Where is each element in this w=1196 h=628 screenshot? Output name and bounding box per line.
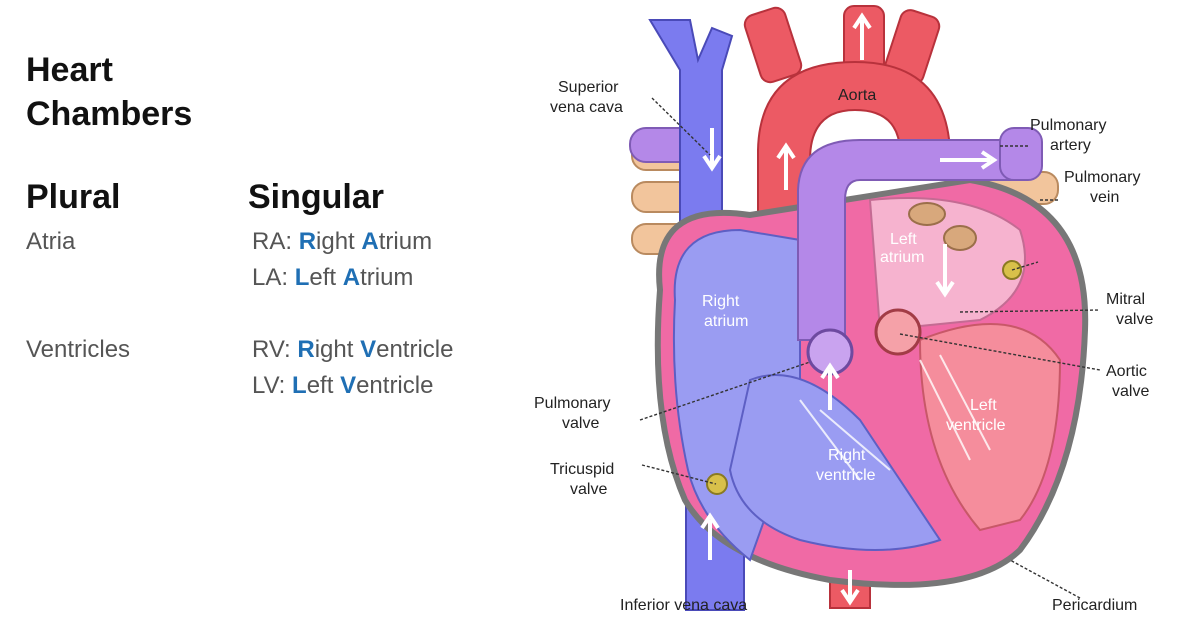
superior-vena-cava bbox=[648, 19, 734, 261]
initial: R bbox=[298, 228, 317, 255]
singular-header: Singular bbox=[248, 178, 385, 216]
initial: V bbox=[360, 336, 377, 363]
word-rest: eft bbox=[309, 264, 337, 291]
abbr-la: LA: bbox=[252, 264, 289, 291]
word-rest: trium bbox=[360, 264, 414, 291]
right-ventricle-chamber bbox=[728, 374, 942, 551]
label-pericardium: Pericardium bbox=[1052, 597, 1137, 614]
left-ventricle-chamber bbox=[918, 323, 1062, 532]
abbr-lv: LV: bbox=[252, 372, 286, 399]
singular-rv: RV: Right Ventricle bbox=[252, 336, 453, 364]
pulmonary-artery-right-branch bbox=[999, 127, 1043, 181]
tricuspid-valve-marker bbox=[706, 473, 728, 495]
initial: L bbox=[292, 372, 307, 399]
plural-header: Plural bbox=[26, 178, 121, 216]
plural-atria: Atria bbox=[26, 228, 76, 255]
legend-panel: Heart Chambers Plural Singular Atria RA:… bbox=[0, 0, 560, 628]
initial: A bbox=[361, 228, 379, 255]
abbr-ra: RA: bbox=[252, 228, 293, 255]
abbr-rv: RV: bbox=[252, 336, 291, 363]
left-atrium-chamber bbox=[868, 197, 1026, 332]
word-rest: ight bbox=[316, 228, 355, 255]
word-rest: ight bbox=[314, 336, 354, 363]
word-rest: eft bbox=[306, 372, 334, 399]
title-line-2: Chambers bbox=[26, 95, 193, 133]
singular-lv: LV: Left Ventricle bbox=[252, 372, 433, 400]
singular-ra: RA: Right Atrium bbox=[252, 228, 432, 256]
word-rest: entricle bbox=[356, 372, 434, 399]
chordae-tendineae bbox=[799, 354, 991, 481]
pulmonary-vein-opening bbox=[943, 225, 977, 251]
singular-la: LA: Left Atrium bbox=[252, 264, 413, 292]
flow-arrows bbox=[700, 12, 998, 606]
word-rest: trium bbox=[378, 228, 433, 255]
initial: A bbox=[342, 264, 361, 291]
title-line-1: Heart bbox=[26, 51, 113, 89]
label-inferior-vena-cava: Inferior vena cava bbox=[620, 597, 747, 614]
aortic-valve-shape bbox=[874, 308, 922, 356]
page-title: Heart Chambers bbox=[26, 48, 192, 136]
leader-lines bbox=[639, 97, 1101, 599]
initial: V bbox=[340, 372, 357, 399]
plural-ventricles: Ventricles bbox=[26, 336, 131, 363]
label-aorta: Aorta bbox=[838, 87, 876, 104]
pulmonary-vein-opening bbox=[908, 202, 946, 226]
initial: R bbox=[297, 336, 315, 363]
initial: L bbox=[294, 264, 310, 291]
word-rest: entricle bbox=[376, 336, 454, 363]
